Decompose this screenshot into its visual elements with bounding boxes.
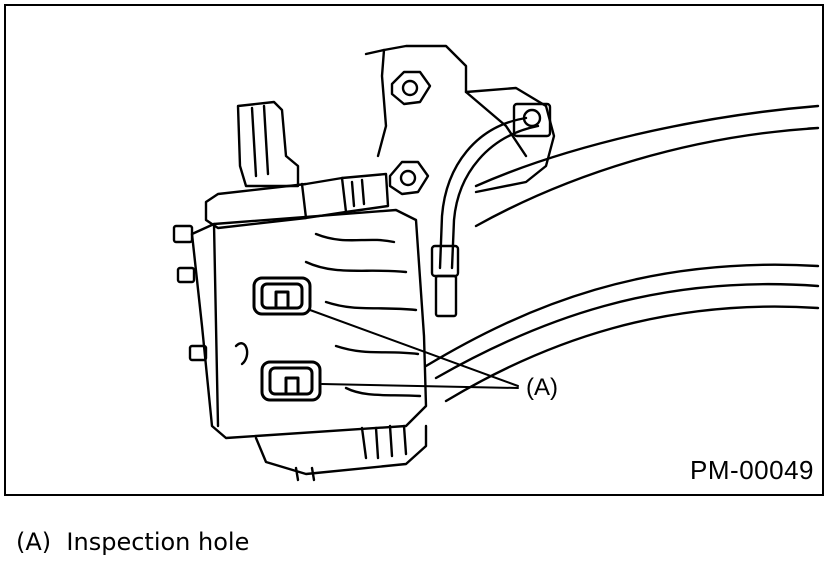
hose-fitting: [430, 102, 552, 318]
knuckle-inner-line: [376, 48, 388, 158]
legend-key: (A): [16, 528, 52, 556]
inspection-hole-lower: [260, 360, 322, 402]
brake-hose-edge: [450, 124, 540, 270]
legend: (A) Inspection hole: [16, 528, 249, 556]
background-arc: [474, 104, 820, 188]
leader-line-upper: [309, 309, 519, 387]
callout-label-a: (A): [526, 374, 558, 401]
lower-bolt: [388, 160, 430, 196]
caliper-body: [172, 208, 428, 440]
knuckle-edge-arc: [474, 126, 820, 228]
diagram-frame: (A) PM-00049: [4, 4, 824, 496]
lower-housing: [254, 424, 428, 482]
knuckle-outline: [364, 44, 556, 194]
upper-bolt: [390, 70, 432, 106]
knuckle-contour: [464, 90, 528, 158]
rotor-edge-arc: [444, 305, 820, 403]
brake-caliper-illustration: [172, 44, 820, 482]
leader-line-lower: [321, 383, 519, 389]
inspection-hole-upper: [252, 276, 312, 316]
figure-id: PM-00049: [690, 455, 814, 485]
pad-bracket: [236, 100, 300, 188]
brake-hose: [438, 116, 528, 270]
legend-text: Inspection hole: [66, 528, 250, 556]
rotor-inner-arc: [434, 282, 820, 380]
pad-lines: [250, 104, 270, 178]
rotor-outer-arc: [424, 263, 820, 368]
